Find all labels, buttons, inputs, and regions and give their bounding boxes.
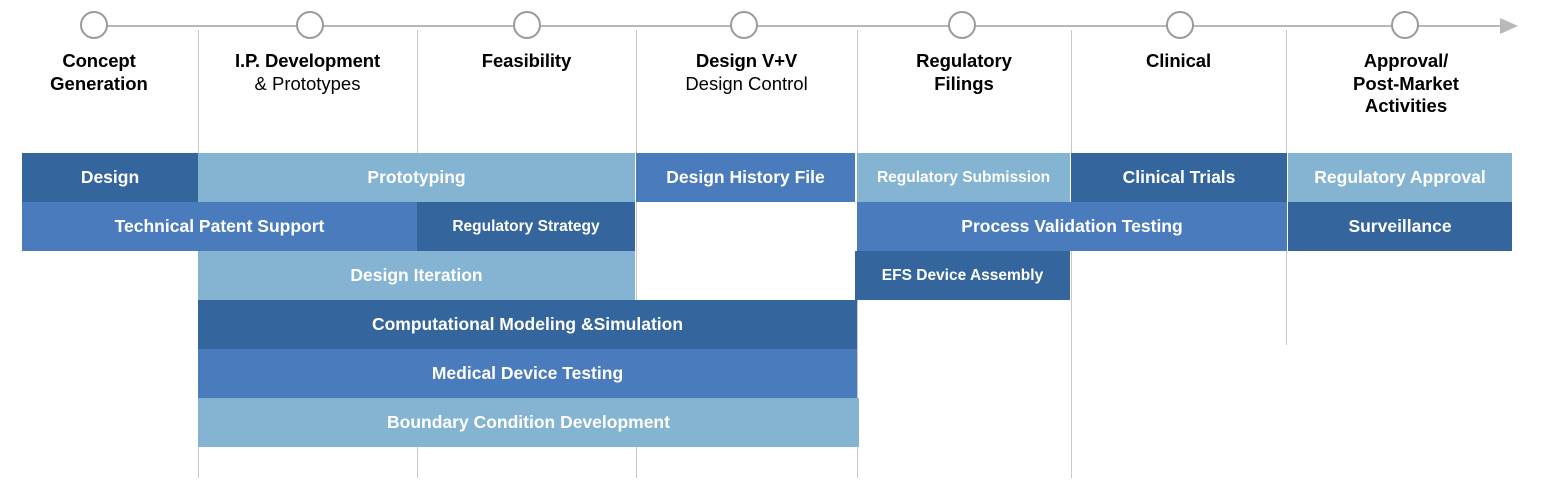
milestone-clinical-icon[interactable] [1166,11,1194,39]
phase-label-primary: Approval/ [1363,50,1449,71]
phase-header-clinical: Clinical [1071,50,1286,73]
timeline-axis [94,25,1500,27]
gantt-bar-prototyping[interactable]: Prototyping [198,153,635,202]
phase-label-primary: Clinical [1146,50,1211,71]
gantt-bar-technical-patent-support[interactable]: Technical Patent Support [22,202,417,251]
phase-label-primary: Feasibility [481,50,572,71]
phase-header-ip-development: I.P. Development& Prototypes [198,50,417,95]
milestone-concept-generation-icon[interactable] [80,11,108,39]
phase-label-secondary: & Prototypes [254,72,361,94]
gantt-bar-regulatory-approval[interactable]: Regulatory Approval [1288,153,1512,202]
gantt-bar-process-validation-testing[interactable]: Process Validation Testing [857,202,1287,251]
milestone-feasibility-icon[interactable] [513,11,541,39]
milestone-design-vv-icon[interactable] [730,11,758,39]
gantt-bar-boundary-condition-development[interactable]: Boundary Condition Development [198,398,859,447]
phase-label-primary: I.P. Development [234,50,381,71]
gantt-bar-efs-device-assembly[interactable]: EFS Device Assembly [855,251,1070,300]
milestone-approval-post-market-icon[interactable] [1391,11,1419,39]
gantt-bar-computational-modeling[interactable]: Computational Modeling &Simulation [198,300,857,349]
phase-label-secondary: Post-Market [1353,72,1459,94]
column-separator-5 [1071,30,1072,478]
milestone-ip-development-icon[interactable] [296,11,324,39]
gantt-bar-surveillance[interactable]: Surveillance [1288,202,1512,251]
phase-label-primary: Concept [62,50,136,71]
timeline-arrow-icon [1500,18,1518,34]
gantt-bar-design-history-file[interactable]: Design History File [636,153,855,202]
phase-label-primary: Design V+V [695,50,798,71]
phase-label-secondary: Generation [50,72,148,94]
gantt-bar-medical-device-testing[interactable]: Medical Device Testing [198,349,857,398]
gantt-bar-regulatory-submission[interactable]: Regulatory Submission [857,153,1070,202]
gantt-bar-design[interactable]: Design [22,153,198,202]
phase-header-feasibility: Feasibility [417,50,636,73]
phase-label-primary: Regulatory [916,50,1012,71]
milestone-regulatory-filings-icon[interactable] [948,11,976,39]
gantt-bar-regulatory-strategy[interactable]: Regulatory Strategy [417,202,635,251]
gantt-bar-clinical-trials[interactable]: Clinical Trials [1071,153,1287,202]
phase-label-tertiary: Activities [1364,95,1448,117]
gantt-bar-design-iteration[interactable]: Design Iteration [198,251,635,300]
phase-label-secondary: Filings [934,72,994,94]
phase-label-secondary: Design Control [685,72,808,94]
column-separator-3 [636,30,637,478]
